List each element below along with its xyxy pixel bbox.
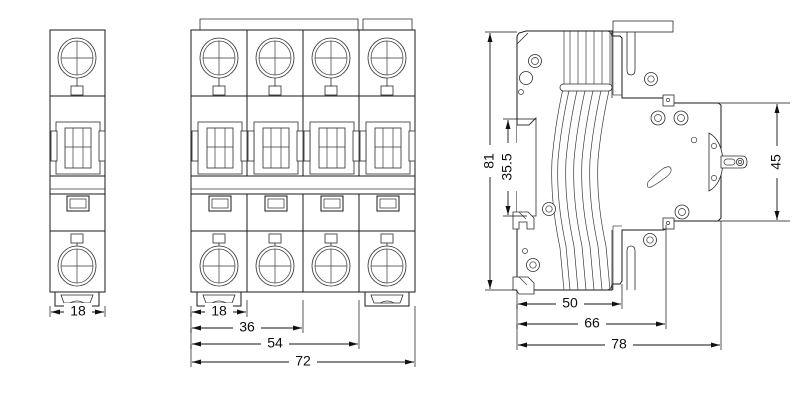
dim-label-36: 36 (239, 319, 255, 335)
side-bosses (518, 54, 698, 272)
dimension-side-35-5: 35.5 (499, 118, 536, 217)
indicator-window-p2 (264, 195, 288, 212)
dim-label-78: 78 (611, 336, 627, 352)
terminal-tab-bottom-p1 (212, 233, 226, 244)
terminal-screw-bottom-1p (57, 245, 97, 287)
dim-label-81: 81 (481, 153, 497, 169)
side-bottom-slot (626, 245, 636, 290)
handle-assembly-p2 (247, 121, 304, 175)
pole-group-4 (359, 37, 416, 307)
terminal-screw-bottom-p1 (199, 245, 239, 287)
terminal-screw-top-p1 (199, 37, 239, 79)
dimension-side-50: 50 (516, 284, 623, 313)
terminal-tab-top-1p (70, 78, 84, 96)
side-kidney-slot (647, 166, 672, 188)
top-bracket-left-4p (199, 18, 359, 30)
side-lever-tab (720, 155, 748, 169)
terminal-screw-top-p2 (255, 37, 295, 79)
indicator-window-p1 (208, 195, 232, 212)
side-rail-recess (517, 117, 537, 217)
terminal-screw-top-1p (57, 37, 97, 79)
dimension-4p-54: 54 (190, 300, 360, 353)
terminal-screw-bottom-p2 (255, 245, 295, 287)
handle-base-bar-1p (49, 175, 106, 195)
terminal-tab-bottom-p4 (380, 233, 394, 244)
dim-label-45: 45 (768, 154, 784, 170)
terminal-screw-bottom-p3 (311, 245, 351, 287)
dim-label-18-4p: 18 (211, 303, 227, 319)
dimension-side-78: 78 (516, 221, 722, 354)
dim-label-50: 50 (562, 295, 578, 311)
dimension-side-81: 81 (481, 31, 517, 291)
terminal-tab-top-p1 (212, 85, 226, 96)
side-cooling-ribs (551, 31, 611, 291)
view-front-1-pole: 18 (49, 29, 106, 321)
side-body-outline (516, 30, 722, 291)
indicator-window-p4 (376, 195, 400, 212)
dim-label-54: 54 (267, 335, 283, 351)
side-chamfer-topleft (516, 32, 529, 45)
handle-assembly-1p (50, 121, 106, 175)
terminal-tab-top-p3 (324, 85, 338, 96)
dimension-4p-18: 18 (190, 300, 248, 321)
terminal-tab-bottom-p2 (268, 233, 282, 244)
terminal-tab-bottom-p3 (324, 233, 338, 244)
dim-label-35-5: 35.5 (499, 153, 515, 180)
din-clip-foot-p4 (364, 291, 410, 307)
dim-label-72: 72 (295, 353, 311, 369)
terminal-tab-top-p4 (380, 85, 394, 96)
terminal-tab-top-p2 (268, 85, 282, 96)
dim-label-18-1p: 18 (70, 303, 86, 319)
pole-group-2 (247, 37, 304, 287)
side-square-tabs (662, 94, 675, 230)
dim-label-66: 66 (584, 315, 600, 331)
terminal-screw-bottom-p4 (367, 245, 407, 287)
side-rib-cap-bar (559, 83, 613, 92)
handle-tie-bar-4p (190, 175, 416, 195)
indicator-window-1p (66, 195, 90, 212)
view-front-4-pole: 18 36 54 72 (190, 18, 416, 371)
side-bottom-right-corner (605, 230, 613, 291)
handle-assembly-p3 (303, 121, 360, 175)
view-side: 81 35.5 45 50 (481, 20, 790, 354)
side-top-right-corner (605, 30, 613, 98)
dimension-1p-width: 18 (49, 303, 106, 321)
dimension-4p-72: 72 (190, 306, 416, 371)
terminal-screw-top-p3 (311, 37, 351, 79)
side-top-slot (626, 31, 636, 76)
din-clip-bottom (512, 276, 535, 295)
handle-assembly-p1 (191, 121, 248, 175)
side-top-protrusion (612, 20, 674, 33)
top-bracket-right-4p (362, 18, 413, 30)
terminal-screw-top-p4 (367, 37, 407, 79)
dimension-4p-36: 36 (190, 300, 304, 337)
dimension-side-45: 45 (718, 102, 790, 222)
indicator-window-p3 (320, 195, 344, 212)
pole-group-3 (303, 37, 360, 287)
handle-assembly-p4 (359, 121, 416, 175)
pole-group-1 (191, 37, 248, 307)
